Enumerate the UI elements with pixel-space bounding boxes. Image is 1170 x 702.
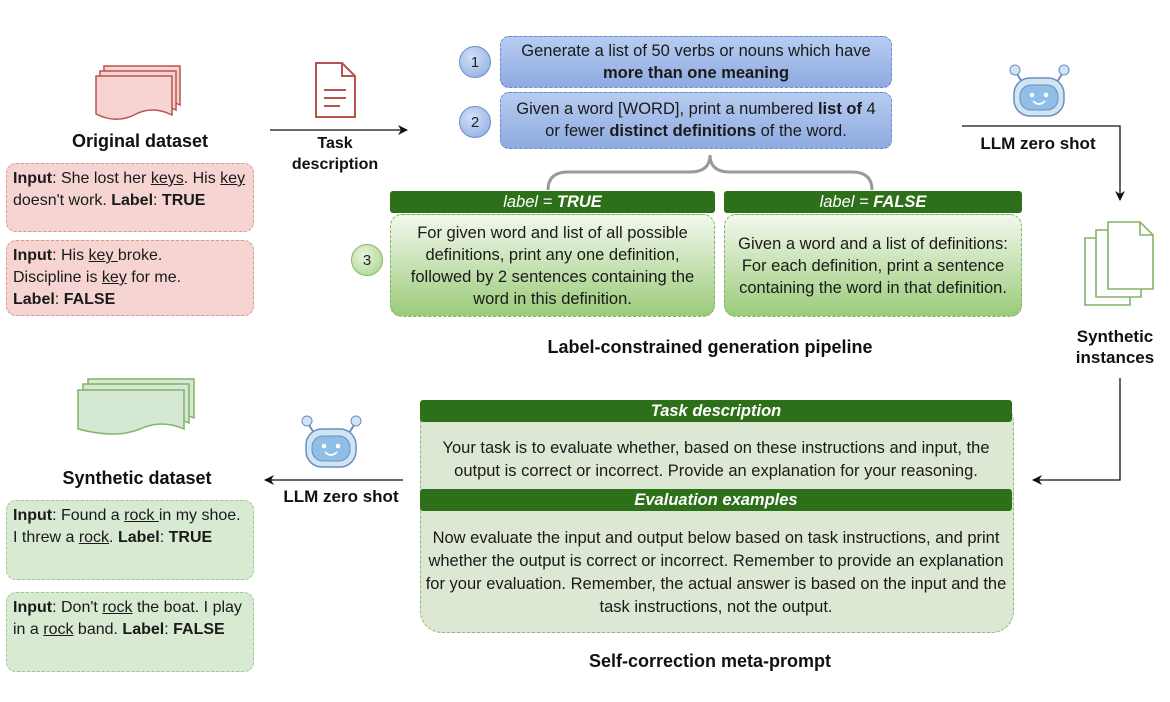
meta-eval-header: Evaluation examples — [420, 489, 1012, 511]
curly-brace — [546, 154, 874, 191]
label-true-text: For given word and list of all possible … — [410, 223, 695, 308]
synthetic-dataset-title: Synthetic dataset — [62, 468, 212, 488]
label-key: Label — [111, 192, 154, 209]
label-value: FALSE — [63, 291, 116, 308]
robot-icon-bottom — [301, 415, 362, 468]
label-true-box: For given word and list of all possible … — [390, 214, 715, 317]
example-text: doesn't work. — [13, 192, 112, 209]
step-1-box: Generate a list of 50 verbs or nouns whi… — [500, 36, 892, 88]
original-dataset-docs-icon — [95, 65, 181, 120]
synthetic-dataset-docs-icon — [77, 378, 195, 435]
highlighted-word: rock — [78, 529, 110, 546]
input-label: Input — [13, 170, 53, 187]
highlighted-word: rock — [102, 599, 133, 616]
example-text: for me. — [126, 269, 182, 286]
synthetic-example-2: Input: Don't rock the boat. I play in a … — [6, 592, 254, 672]
task-label-line1: Task — [317, 135, 353, 152]
step-2-bold-text: list of — [817, 100, 862, 118]
highlighted-word: key — [88, 247, 118, 264]
highlighted-word: key — [220, 170, 246, 187]
original-dataset-title: Original dataset — [71, 131, 209, 151]
input-label: Input — [13, 247, 53, 264]
label-value: TRUE — [168, 529, 213, 546]
example-text: . His — [183, 170, 221, 187]
label-true-prefix: label = — [503, 192, 553, 211]
example-text: : Found a — [52, 507, 125, 524]
step-1-badge: 1 — [459, 46, 491, 78]
label-key: Label — [13, 291, 55, 308]
synthetic-instances-line2: instances — [1075, 348, 1155, 367]
pipeline-caption: Label-constrained generation pipeline — [547, 337, 873, 357]
label-true-header: label = TRUE — [390, 191, 715, 213]
highlighted-word: key — [101, 269, 127, 286]
task-description-label: Task description — [275, 133, 395, 175]
input-label: Input — [13, 507, 53, 524]
label-separator: : — [164, 621, 169, 638]
example-text: band. — [73, 621, 123, 638]
example-text: . — [109, 529, 118, 546]
synthetic-instances-label: Synthetic instances — [1060, 326, 1170, 368]
label-value: FALSE — [173, 621, 225, 638]
step-2-text: of the word. — [756, 122, 847, 140]
highlighted-word: rock — [43, 621, 74, 638]
synthetic-example-1: Input: Found a rock in my shoe. I threw … — [6, 500, 254, 580]
step-2-text: 4 or fewer — [545, 100, 876, 140]
label-true-value: TRUE — [556, 192, 602, 211]
label-false-prefix: label = — [819, 192, 869, 211]
example-text: the boat. I play in a — [13, 599, 242, 638]
step-2-text: Given a word [WORD], print a numbered — [516, 100, 818, 118]
example-text: : She lost her — [52, 170, 151, 187]
step-2-box: Given a word [WORD], print a numbered li… — [500, 92, 892, 149]
synthetic-instances-docs-icon — [1084, 221, 1154, 306]
meta-task-text: Your task is to evaluate whether, based … — [442, 439, 990, 480]
step-3-badge: 3 — [351, 244, 383, 276]
label-value: TRUE — [161, 192, 206, 209]
label-key: Label — [117, 529, 160, 546]
label-false-text: Given a word and a list of definitions: … — [738, 234, 1008, 297]
meta-task-header: Task description — [420, 400, 1012, 422]
meta-task-header-text: Task description — [650, 401, 782, 420]
arrow-llm-to-instances — [962, 125, 1125, 201]
example-text: : His — [52, 247, 89, 264]
label-false-header: label = FALSE — [724, 191, 1022, 213]
meta-prompt-caption: Self-correction meta-prompt — [588, 651, 832, 671]
example-text: broke. Discipline is — [13, 247, 163, 286]
label-separator: : — [159, 529, 165, 546]
llm-zero-shot-bottom-label: LLM zero shot — [283, 487, 399, 506]
arrow-instances-to-meta — [1032, 378, 1121, 485]
step-2-bold-text: distinct definitions — [609, 122, 757, 140]
synthetic-instances-line1: Synthetic — [1076, 327, 1154, 346]
step-1-bold-text: more than one meaning — [602, 64, 790, 82]
label-key: Label — [122, 621, 165, 638]
meta-prompt-box — [420, 400, 1014, 633]
original-example-1: Input: She lost her keys. His key doesn'… — [6, 163, 254, 232]
label-separator: : — [54, 291, 64, 308]
label-false-value: FALSE — [873, 192, 927, 211]
example-text: : Don't — [52, 599, 103, 616]
input-label: Input — [13, 599, 53, 616]
highlighted-word: rock — [124, 507, 159, 524]
meta-eval-text: Now evaluate the input and output below … — [425, 529, 1007, 616]
label-separator: : — [153, 192, 158, 209]
llm-zero-shot-top-label: LLM zero shot — [980, 134, 1096, 153]
robot-icon-top — [1009, 64, 1070, 117]
step-1-text: Generate a list of 50 verbs or nouns whi… — [521, 42, 871, 60]
example-text: in my shoe. I threw a — [13, 507, 241, 546]
task-document-icon — [315, 62, 356, 118]
step-2-badge: 2 — [459, 106, 491, 138]
task-label-line2: description — [291, 156, 379, 173]
label-false-box: Given a word and a list of definitions: … — [724, 214, 1022, 317]
meta-eval-header-text: Evaluation examples — [634, 490, 798, 509]
original-example-2: Input: His key broke. Discipline is key … — [6, 240, 254, 316]
highlighted-word: keys — [150, 170, 184, 187]
